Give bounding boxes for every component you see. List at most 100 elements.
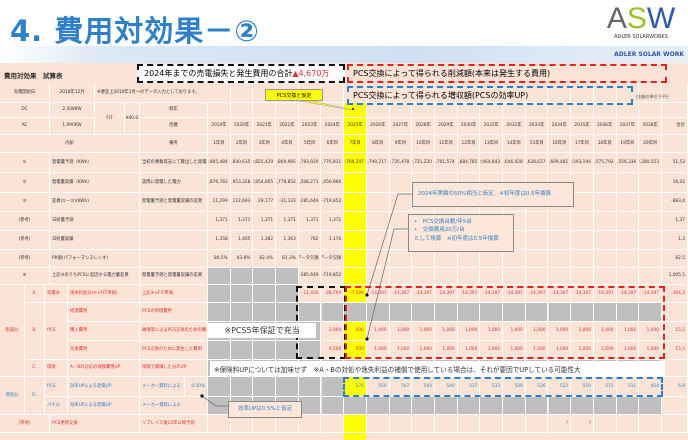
year-value-cell [412, 250, 435, 268]
year-value-cell: 2,609,481 [548, 153, 572, 173]
row-label-cell: 2,508KW [50, 103, 95, 118]
year-value-cell: 10年目 [412, 135, 435, 153]
year-value-cell [230, 285, 254, 303]
info2-item-text: PCS交換台数/年5台 [422, 219, 472, 225]
total-cell [662, 360, 688, 377]
year-value-cell: 1,000 [571, 341, 594, 360]
year-value-cell: 2022年 [276, 118, 299, 135]
logo-subtext: ADLER SOLARWORKS [614, 34, 668, 40]
year-value-cell: 18年目 [593, 135, 617, 153]
year-value-cell [366, 193, 390, 212]
year-value-cell [571, 397, 594, 415]
year-value-cell: 500 [344, 341, 367, 360]
year-value-cell: 2021年 [253, 118, 277, 135]
year-value-cell [276, 103, 299, 118]
total-cell: 82.5 [662, 250, 688, 268]
year-value-cell: 2,684,785 [457, 153, 481, 173]
year-value-cell [208, 303, 231, 322]
year-value-cell [639, 212, 662, 231]
year-value-cell: 2,280,553 [639, 153, 662, 173]
year-value-cell [616, 415, 640, 433]
year-value-cell: 8年目 [366, 135, 390, 153]
year-value-cell [253, 377, 277, 397]
year-value-cell: 2035年 [571, 118, 594, 135]
year-value-cell: 1,000 [571, 322, 594, 341]
year-value-cell [276, 268, 299, 285]
year-value-cell: 1,000 [616, 341, 640, 360]
sheet-title: 費用対効果 試算表 [4, 72, 63, 80]
year-value-cell [366, 83, 390, 103]
year-value-cell: 2020年 [230, 118, 254, 135]
year-value-cell [457, 83, 481, 103]
year-value-cell [253, 103, 277, 118]
year-value-cell [593, 250, 617, 268]
year-value-cell [639, 415, 662, 433]
row-label-cell: 上記③のうちPCSに起因する電力量差異 [50, 268, 140, 285]
year-value-cell: 2,876,783 [208, 173, 231, 193]
year-value-cell: 2,854,605 [253, 173, 277, 193]
year-value-cell: 1,176 [321, 231, 345, 250]
total-cell: -194,3 [662, 285, 688, 303]
year-value-cell [593, 268, 617, 285]
info1-text: 2024年実績の50%相当と仮定、※初年度は0.5年換算 [418, 191, 552, 198]
year-value-cell: 2,778,852 [276, 173, 299, 193]
row-label-cell: 故障等によるPCS交換のための購入 [140, 322, 208, 341]
row-label-cell: 削減分 [0, 285, 25, 377]
year-value-cell [435, 415, 458, 433]
year-value-cell: 2,575,792 [593, 153, 617, 173]
year-value-cell: 1,000 [548, 341, 572, 360]
year-value-cell [344, 303, 367, 322]
year-value-cell [276, 415, 299, 433]
row-label-cell: 逸失利益分(④×FIT単価) [68, 285, 140, 303]
row-label-cell: 実際に発電した電力 [140, 173, 208, 193]
year-value-cell: 13年目 [480, 135, 504, 153]
year-value-cell [525, 250, 549, 268]
row-label-cell: PCS更新交換 [50, 415, 140, 433]
year-value-cell: -719,852 [321, 268, 345, 285]
row-label-cell: 保険で補填した分のUP [140, 360, 208, 377]
year-value-cell [457, 103, 481, 118]
total-cell: 1,37 [662, 212, 688, 231]
year-value-cell [276, 377, 299, 397]
year-value-cell [571, 173, 594, 193]
row-label-cell: ※便宜上2019年1月～のデータ入力としております。 [95, 83, 260, 103]
year-value-cell [412, 303, 435, 322]
year-value-cell [253, 415, 277, 433]
year-value-cell: 2,628,637 [525, 153, 549, 173]
year-value-cell [208, 285, 231, 303]
row-label-cell: 経年 [140, 103, 208, 118]
year-value-cell [593, 415, 617, 433]
year-value-cell: -14,397 [548, 285, 572, 303]
year-value-cell [366, 250, 390, 268]
year-value-cell [503, 103, 526, 118]
row-label-cell: 差異(①－②)(KWh) [50, 193, 140, 212]
info2-tail: として換算 ※初年度は0.5年換算 [414, 235, 499, 242]
year-value-cell [253, 341, 277, 360]
banner-text: ADLER SOLAR WORK [614, 51, 684, 58]
year-value-cell: 1,000 [548, 322, 572, 341]
year-value-cell: 3年目 [253, 135, 277, 153]
loss-total-value: ▲4,670万 [292, 69, 330, 78]
reduction-label: PCS交換によって得られる削減額(本来は発生する費用) [353, 69, 551, 78]
row-label-cell: 効率UPによる発電UP [68, 397, 140, 415]
year-value-cell [525, 83, 549, 103]
year-value-cell: 2,000 [321, 322, 345, 341]
year-value-cell [616, 231, 640, 250]
year-value-cell [366, 397, 390, 415]
row-label-cell: 西暦 [140, 118, 208, 135]
year-value-cell: 1,371 [230, 212, 254, 231]
info2-item: • 交換費用20万/台 [414, 227, 465, 234]
year-value-cell [457, 397, 481, 415]
loss-total-callout: 2024年までの売電損失と発生費用の合計▲4,670万 [137, 64, 345, 83]
year-value-cell [616, 397, 640, 415]
year-value-cell [412, 268, 435, 285]
year-value-cell: 4,500 [321, 341, 345, 360]
row-label-cell: 購入費用 [68, 322, 140, 341]
year-value-cell: 9年目 [389, 135, 413, 153]
row-label-cell: (参考) [0, 212, 50, 231]
year-value-cell [344, 212, 367, 231]
year-value-cell: 1,000 [412, 322, 435, 341]
year-value-cell: 1,000 [435, 341, 458, 360]
year-value-cell [321, 83, 345, 103]
year-value-cell: -31,133 [276, 193, 299, 212]
